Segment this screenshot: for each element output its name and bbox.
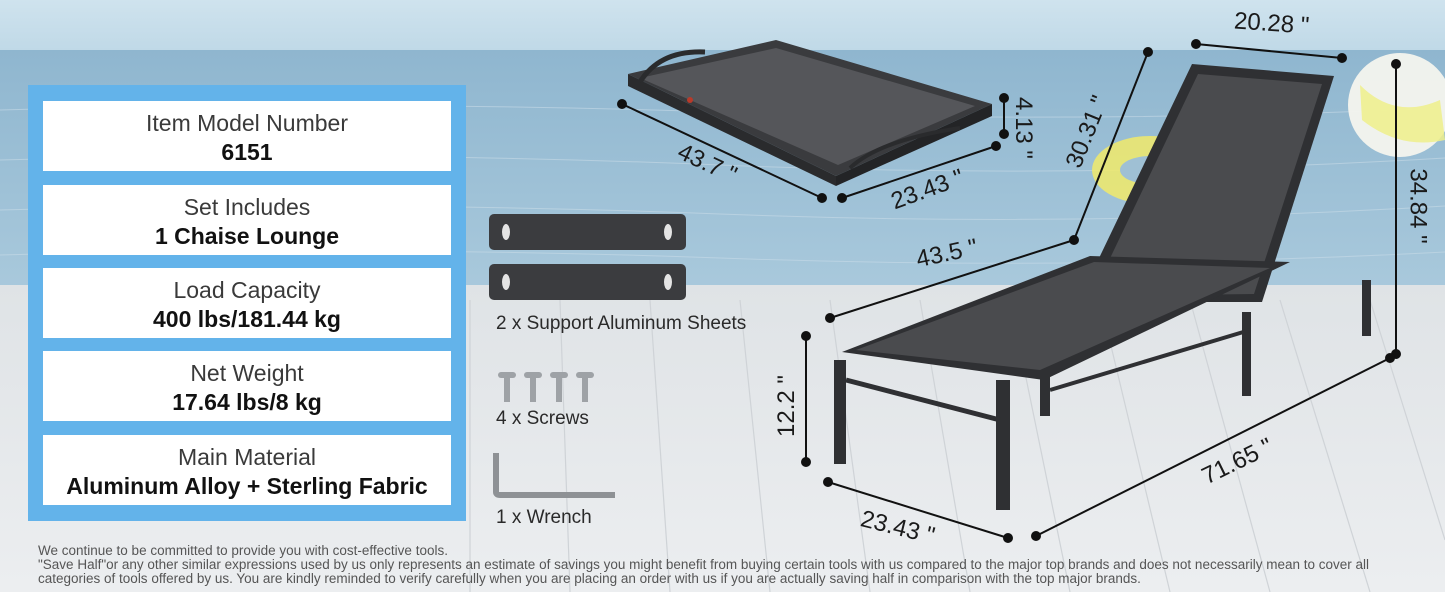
spec-value: Aluminum Alloy + Sterling Fabric	[66, 473, 428, 499]
spec-label: Main Material	[177, 444, 317, 470]
wrench-image	[493, 453, 615, 498]
spec-label: Item Model Number	[146, 110, 348, 136]
footer-line: "Save Half"or any other similar expressi…	[38, 557, 1370, 572]
dim-back-height: 34.84 "	[1404, 168, 1432, 244]
support-sheets-label: 2 x Support Aluminum Sheets	[496, 313, 747, 334]
spec-label: Load Capacity	[173, 277, 321, 303]
spec-value: 400 lbs/181.44 kg	[153, 306, 341, 332]
footer-disclaimer: We continue to be committed to provide y…	[38, 544, 1418, 586]
spec-value: 17.64 lbs/8 kg	[172, 389, 322, 415]
spec-label: Net Weight	[190, 360, 304, 386]
screws-label: 4 x Screws	[496, 408, 589, 429]
dim-seat-height: 12.2 "	[772, 375, 800, 437]
dim-back-width: 20.28 "	[1233, 7, 1311, 40]
spec-load-capacity: Load Capacity 400 lbs/181.44 kg	[43, 268, 451, 338]
spec-set-includes: Set Includes 1 Chaise Lounge	[43, 185, 451, 255]
support-sheets-image	[489, 214, 686, 300]
folded-chair-image	[628, 40, 992, 186]
footer-line: We continue to be committed to provide y…	[38, 543, 448, 558]
spec-panel: Item Model Number 6151 Set Includes 1 Ch…	[28, 85, 466, 521]
spec-model-number: Item Model Number 6151	[43, 101, 451, 171]
footer-line: categories of tools offered by us. You a…	[38, 571, 1141, 586]
screws-image	[498, 372, 594, 402]
chaise-lounge-image	[834, 64, 1371, 510]
wrench-label: 1 x Wrench	[496, 507, 592, 528]
spec-main-material: Main Material Aluminum Alloy + Sterling …	[43, 435, 451, 505]
dim-folded-height: 4.13 "	[1009, 97, 1037, 159]
spec-net-weight: Net Weight 17.64 lbs/8 kg	[43, 351, 451, 421]
spec-value: 1 Chaise Lounge	[154, 223, 340, 249]
dimension-lines	[617, 39, 1401, 543]
spec-value: 6151	[221, 139, 273, 165]
spec-label: Set Includes	[183, 194, 311, 220]
